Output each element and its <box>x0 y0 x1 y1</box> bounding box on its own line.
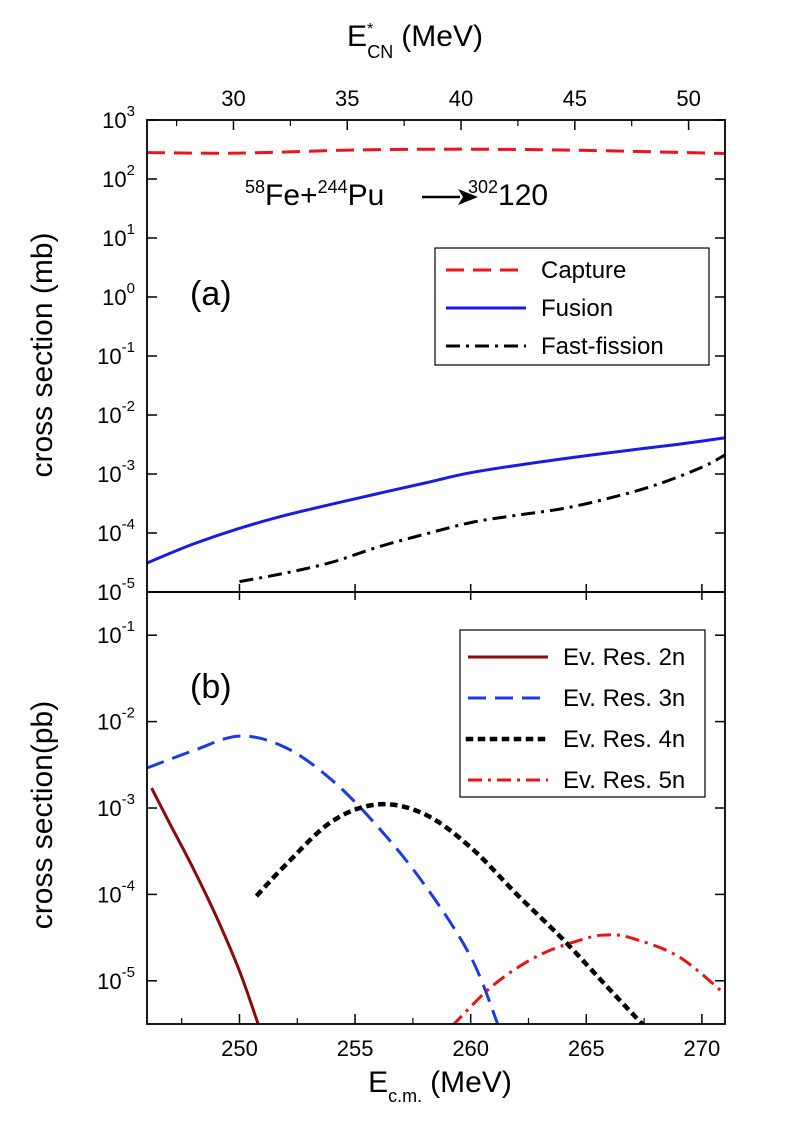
bottom-tick-label-4: 265 <box>568 1036 605 1061</box>
panel-b-legend-label-1: Ev. Res. 2n <box>563 644 685 671</box>
panel-b-series-line-1 <box>150 787 260 1024</box>
bottom-axis-title-main: E <box>368 1066 388 1099</box>
panel-b-ytick-label: 10-1 <box>97 618 135 648</box>
panel-a-series-line-3 <box>239 453 725 584</box>
panel-a-ytick-label: 103 <box>102 103 135 133</box>
panel-a-ytick-label: 100 <box>102 280 135 310</box>
panel-b-ylabel: cross section(pb) <box>26 701 59 929</box>
ticks-layer: 250 255 260 265 270 30 35 40 45 50 10-5 10-4 10-3 10-… <box>97 86 725 1061</box>
panel-b-ytick-label: 10-3 <box>97 791 135 821</box>
panel-a-ytick-label: 10-1 <box>97 339 135 369</box>
panel-b-ytick-label: 10-5 <box>97 964 135 994</box>
panel-a-ytick-label: 10-4 <box>97 516 135 546</box>
panel-b-series-line-2 <box>147 734 500 1024</box>
bottom-tick-label-2: 255 <box>337 1036 374 1061</box>
series-b-layer <box>147 734 725 1024</box>
panel-a-legend-label-2: Fusion <box>541 295 613 322</box>
bottom-axis-title: Ec.m. (MeV) <box>368 1066 512 1106</box>
reaction-a3: 302 <box>468 177 498 197</box>
reaction-a2: 244 <box>318 177 348 197</box>
panel-a-ylabel: cross section (mb) <box>26 232 59 477</box>
panel-b-series-line-4 <box>452 933 725 1024</box>
panel-b-legend-label-3: Ev. Res. 4n <box>563 726 685 753</box>
top-tick-label-4: 45 <box>563 86 587 111</box>
top-tick-label-3: 40 <box>449 86 473 111</box>
panel-b-ytick-label: 10-4 <box>97 877 135 907</box>
series-a-layer <box>147 147 725 584</box>
panel-a-ytick-label: 10-5 <box>97 575 135 605</box>
panel-b-label: (b) <box>190 668 232 706</box>
bottom-axis-title-unit: (MeV) <box>430 1066 512 1099</box>
top-axis-title-sup: * <box>367 21 373 38</box>
panel-a-legend-label-1: Capture <box>541 257 626 284</box>
reaction-s2: Pu <box>348 179 385 212</box>
panel-b-legend-label-2: Ev. Res. 3n <box>563 685 685 712</box>
panel-a-label: (a) <box>190 275 232 313</box>
reaction-product: 302120 <box>468 177 548 212</box>
panel-a-ytick-label: 10-2 <box>97 398 135 428</box>
bottom-tick-label-3: 260 <box>452 1036 489 1061</box>
reaction-annotation: 58Fe+244Pu <box>245 177 384 212</box>
reaction-s3: 120 <box>498 179 548 212</box>
panel-a-series-line-2 <box>147 436 725 565</box>
panel-a-ytick-label: 102 <box>102 162 135 192</box>
panel-a-legend-label-3: Fast-fission <box>541 333 664 360</box>
reaction-a1: 58 <box>245 177 265 197</box>
panel-b-ytick-label: 10-2 <box>97 705 135 735</box>
top-tick-label-2: 35 <box>335 86 359 111</box>
panel-b-legend-label-4: Ev. Res. 5n <box>563 767 685 794</box>
top-axis-title-unit: (MeV) <box>401 20 483 53</box>
top-axis-title-sub: CN <box>367 42 393 62</box>
panel-a-ytick-label: 101 <box>102 221 135 251</box>
panel-a-series-line-1 <box>147 147 725 155</box>
bottom-tick-label-1: 250 <box>221 1036 258 1061</box>
panel-a-ytick-label: 10-3 <box>97 457 135 487</box>
bottom-tick-label-5: 270 <box>684 1036 721 1061</box>
reaction-arrow-head <box>458 189 478 205</box>
top-tick-label-5: 50 <box>676 86 700 111</box>
bottom-axis-title-sub: c.m. <box>388 1086 422 1106</box>
panel-b-series-line-3 <box>254 801 646 1024</box>
top-axis-title: E* CN (MeV) <box>347 20 483 62</box>
reaction-s1: Fe+ <box>265 179 318 212</box>
legend-b-entries: Ev. Res. 2n Ev. Res. 3n Ev. Res. 4n Ev. Res… <box>465 644 685 794</box>
top-axis-title-main: E <box>347 20 367 53</box>
top-tick-label-1: 30 <box>221 86 245 111</box>
